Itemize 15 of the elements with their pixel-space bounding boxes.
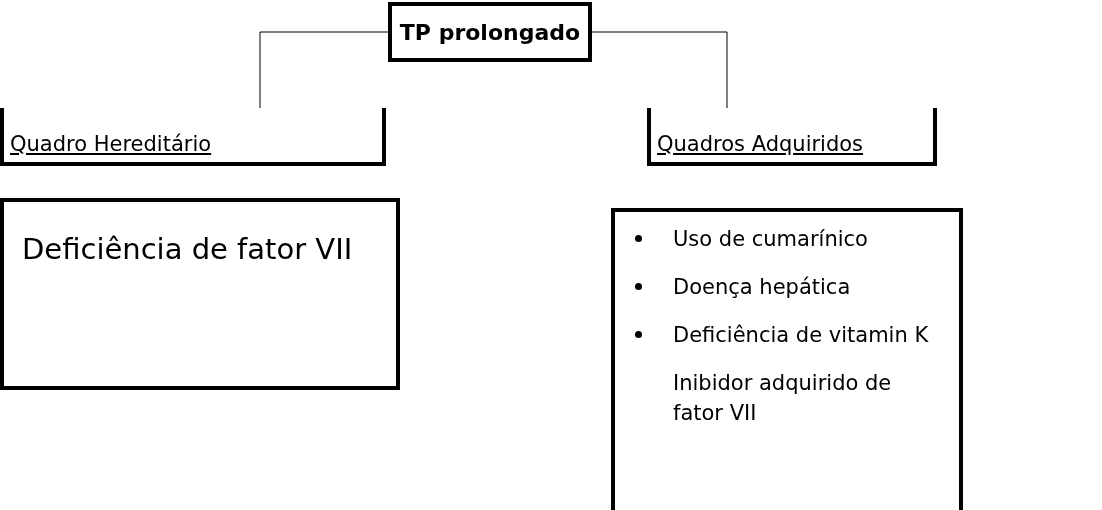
title-text: TP prolongado [399, 19, 581, 45]
list-item: Inibidor adquirido de fator VII [673, 370, 893, 427]
list-box [611, 208, 963, 510]
category-label: Quadro Hereditário [10, 132, 213, 156]
connector-line [591, 31, 728, 109]
category-box [0, 108, 386, 166]
category-box [647, 108, 937, 166]
list-item: Uso de cumarínico [673, 226, 868, 253]
content-box [0, 198, 400, 390]
list-item: Doença hepática [673, 274, 851, 301]
category-label: Quadros Adquiridos [657, 132, 865, 156]
list-item: Deficiência de vitamin K [673, 322, 929, 349]
title-box [388, 2, 592, 62]
box-text: Deficiência de fator VII [22, 232, 354, 266]
connector-line [259, 31, 389, 109]
